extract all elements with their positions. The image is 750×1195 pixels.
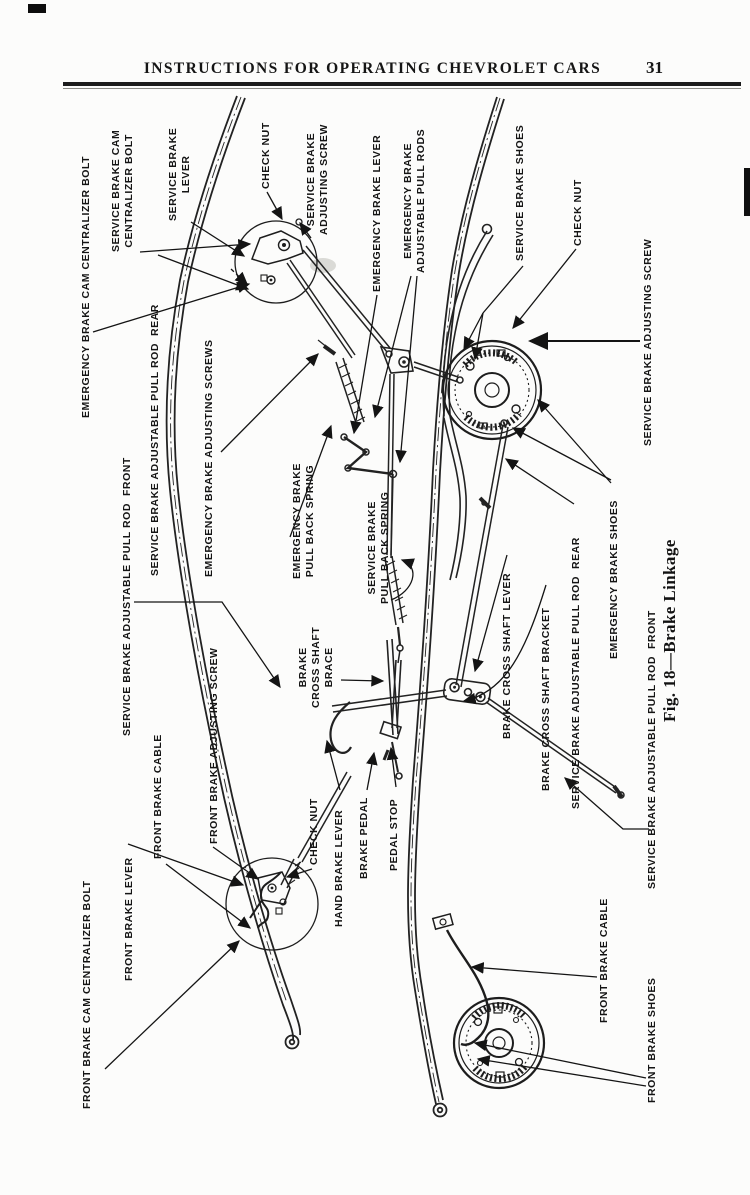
label-service-brake-shoes: SERVICE BRAKE SHOES — [514, 124, 526, 261]
label-front-brake-cam-centralizer-bolt: FRONT BRAKE CAM CENTRALIZER BOLT — [81, 880, 93, 1109]
front-brake-cable-run — [431, 912, 490, 1046]
label-service-brake-adjusting-screw-top: SERVICE BRAKE ADJUSTING SCREW — [305, 124, 330, 235]
label-front-brake-cable-right: FRONT BRAKE CABLE — [598, 898, 610, 1023]
label-brake-pedal: BRAKE PEDAL — [358, 797, 370, 879]
label-check-nut-top: CHECK NUT — [260, 122, 272, 189]
header-rule — [63, 82, 741, 86]
label-emergency-brake-adjusting-screws: EMERGENCY BRAKE ADJUSTING SCREWS — [203, 339, 215, 577]
label-service-brake-adjustable-pull-rod-front-right: SERVICE BRAKE ADJUSTABLE PULL ROD FRONT — [646, 610, 658, 889]
label-front-brake-lever: FRONT BRAKE LEVER — [123, 857, 135, 981]
page-header-title: INSTRUCTIONS FOR OPERATING CHEVROLET CAR… — [143, 60, 602, 77]
label-pedal-stop: PEDAL STOP — [388, 798, 400, 871]
label-front-brake-adjusting-screw: FRONT BRAKE ADJUSTING SCREW — [208, 647, 220, 844]
frame-rail-left — [165, 95, 302, 1050]
front-brake-drum — [452, 996, 546, 1090]
label-emergency-brake-adjustable-pull-rods: EMERGENCY BRAKE ADJUSTABLE PULL RODS — [402, 128, 427, 273]
leader-arrows — [92, 191, 649, 1087]
rear-brake-drum — [441, 339, 543, 441]
label-check-nut-rear: CHECK NUT — [572, 179, 584, 246]
label-hand-brake-lever: HAND BRAKE LEVER — [333, 809, 345, 927]
label-emergency-brake-lever: EMERGENCY BRAKE LEVER — [371, 134, 383, 292]
frame-rail-right — [407, 96, 505, 1118]
label-service-brake-adjustable-pull-rod-rear-right: SERVICE BRAKE ADJUSTABLE PULL ROD REAR — [570, 537, 582, 809]
header-rule-shadow — [63, 88, 741, 89]
scan-blotch-edge — [744, 168, 750, 216]
linkage-rods — [280, 245, 625, 889]
label-service-brake-lever: SERVICE BRAKE LEVER — [167, 127, 192, 221]
figure-caption: Fig. 18—Brake Linkage — [660, 539, 679, 722]
label-front-brake-shoes: FRONT BRAKE SHOES — [646, 977, 658, 1103]
label-check-nut-front: CHECK NUT — [308, 798, 320, 865]
label-service-brake-adjusting-screw-rear: SERVICE BRAKE ADJUSTING SCREW — [642, 238, 654, 446]
detail-circle-front-brake — [225, 857, 319, 951]
label-brake-cross-shaft-bracket: BRAKE CROSS SHAFT BRACKET — [540, 607, 552, 791]
label-brake-cross-shaft-lever: BRAKE CROSS SHAFT LEVER — [501, 572, 513, 739]
label-emergency-brake-pull-back-spring: EMERGENCY BRAKE PULL BACK SPRING — [291, 463, 316, 579]
label-service-brake-adjustable-pull-rod-rear-left: SERVICE BRAKE ADJUSTABLE PULL ROD REAR — [149, 304, 161, 576]
label-service-brake-adjustable-pull-rod-front-left: SERVICE BRAKE ADJUSTABLE PULL ROD FRONT — [121, 457, 133, 736]
label-emergency-brake-shoes: EMERGENCY BRAKE SHOES — [608, 500, 620, 659]
label-service-brake-pull-back-spring: SERVICE BRAKE PULL BACK SPRING — [366, 491, 391, 604]
label-brake-cross-shaft-brace: BRAKE CROSS SHAFT BRACE — [297, 626, 335, 708]
label-emergency-brake-cam-centralizer-bolt: EMERGENCY BRAKE CAM CENTRALIZER BOLT — [80, 155, 92, 418]
label-service-brake-cam-centralizer-bolt: SERVICE BRAKE CAM CENTRALIZER BOLT — [110, 129, 135, 252]
page-number: 31 — [646, 58, 663, 77]
label-front-brake-cable-left: FRONT BRAKE CABLE — [152, 734, 164, 859]
scan-blotch — [28, 4, 46, 13]
pull-back-springs — [335, 357, 408, 664]
